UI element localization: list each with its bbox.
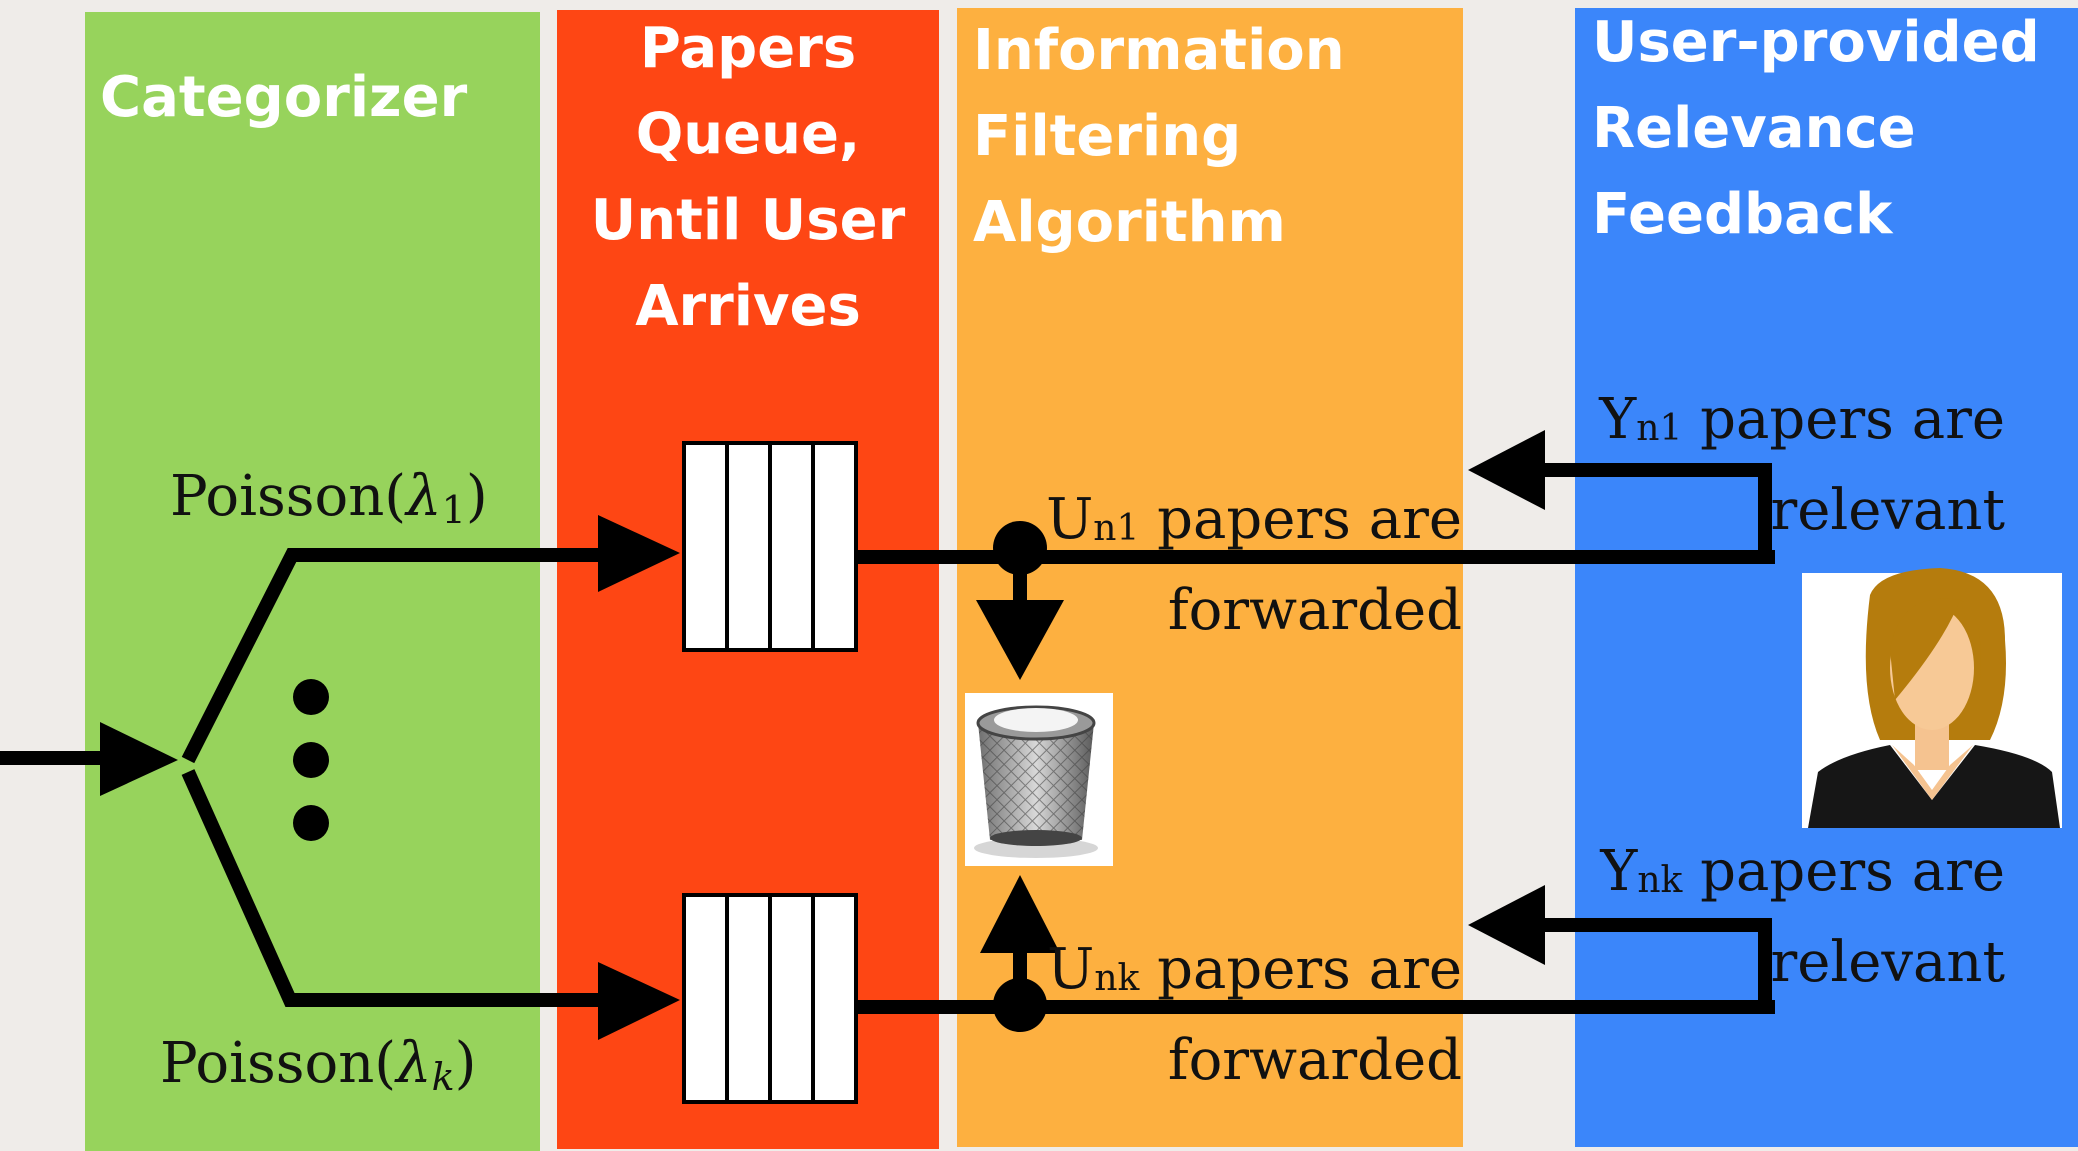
forwarded-line1: Un1 papers are bbox=[1000, 478, 1462, 569]
poisson-suffix: ) bbox=[454, 1031, 477, 1096]
title-line: Algorithm bbox=[973, 190, 1286, 255]
line1-rest: papers are bbox=[1682, 387, 2005, 452]
queue-arrowhead-bottom bbox=[598, 962, 680, 1040]
discard-arrow-top bbox=[976, 548, 1064, 680]
var: Y bbox=[1599, 387, 1637, 452]
queue-buffer-top bbox=[682, 441, 858, 652]
title-line: Information bbox=[973, 18, 1345, 83]
queue-title: Papers Queue, Until User Arrives bbox=[557, 6, 939, 350]
poisson-label-top: Poisson(λ1) bbox=[170, 455, 488, 544]
queue-arrowhead-top bbox=[598, 515, 680, 592]
filter-title: Information Filtering Algorithm bbox=[973, 8, 1345, 266]
relevant-line2: relevant bbox=[1770, 478, 2005, 543]
feedback-loop-top bbox=[1468, 430, 1775, 564]
poisson-label-bottom: Poisson(λk) bbox=[160, 1022, 477, 1111]
line1-rest: papers are bbox=[1682, 839, 2005, 904]
var: U bbox=[1046, 487, 1094, 552]
relevant-line1: Yn1 papers are bbox=[1560, 378, 2005, 469]
feedback-loop-bottom bbox=[1468, 885, 1775, 1014]
subscript: nk bbox=[1637, 860, 1683, 901]
forwarded-line2: forwarded bbox=[1167, 1028, 1462, 1093]
fork-branches bbox=[181, 548, 610, 1007]
poisson-prefix: Poisson( bbox=[170, 464, 407, 529]
forwarded-label-top: Un1 papers are forwarded bbox=[1000, 478, 1462, 653]
lambda-char: λ bbox=[396, 1031, 432, 1096]
relevant-line1: Ynk papers are bbox=[1560, 830, 2005, 921]
discard-arrow-bottom bbox=[980, 875, 1060, 1005]
subscript: nk bbox=[1094, 958, 1140, 999]
title-line: Feedback bbox=[1592, 182, 1893, 247]
lambda-char: λ bbox=[406, 464, 442, 529]
subscript: n1 bbox=[1093, 508, 1140, 549]
queue-buffer-bottom bbox=[682, 893, 858, 1104]
relevant-label-bottom: Ynk papers are relevant bbox=[1560, 830, 2005, 1005]
line1-rest: papers are bbox=[1139, 937, 1462, 1002]
categorizer-panel bbox=[85, 12, 540, 1151]
title-line: Papers bbox=[639, 16, 857, 81]
ellipsis-dots bbox=[293, 679, 329, 841]
relevant-line2: relevant bbox=[1770, 930, 2005, 995]
line1-rest: papers are bbox=[1139, 487, 1462, 552]
lambda-subscript: 1 bbox=[441, 488, 466, 532]
forwarded-line1: Unk papers are bbox=[1000, 928, 1462, 1019]
title-line: Until User bbox=[590, 188, 906, 253]
title-line: Queue, bbox=[635, 102, 861, 167]
lambda-subscript: k bbox=[431, 1055, 455, 1099]
var: U bbox=[1047, 937, 1095, 1002]
user-avatar-icon bbox=[1802, 568, 2062, 828]
poisson-prefix: Poisson( bbox=[160, 1031, 397, 1096]
poisson-suffix: ) bbox=[465, 464, 488, 529]
filter-panel bbox=[957, 8, 1463, 1147]
feedback-title: User-provided Relevance Feedback bbox=[1592, 0, 2040, 258]
title-line: Arrives bbox=[635, 274, 861, 339]
trash-bin-icon bbox=[965, 693, 1113, 866]
lambda-symbol: λ1 bbox=[406, 464, 466, 532]
title-line: Relevance bbox=[1592, 96, 1916, 161]
input-arrow bbox=[0, 722, 178, 796]
forwarded-line2: forwarded bbox=[1167, 578, 1462, 643]
subscript: n1 bbox=[1636, 408, 1683, 449]
title-line: Categorizer bbox=[100, 65, 468, 130]
lambda-symbol: λk bbox=[396, 1031, 455, 1099]
title-line: User-provided bbox=[1592, 10, 2040, 75]
forwarded-label-bottom: Unk papers are forwarded bbox=[1000, 928, 1462, 1103]
var: Y bbox=[1600, 839, 1638, 904]
categorizer-title: Categorizer bbox=[100, 55, 467, 141]
relevant-label-top: Yn1 papers are relevant bbox=[1560, 378, 2005, 553]
title-line: Filtering bbox=[973, 104, 1242, 169]
